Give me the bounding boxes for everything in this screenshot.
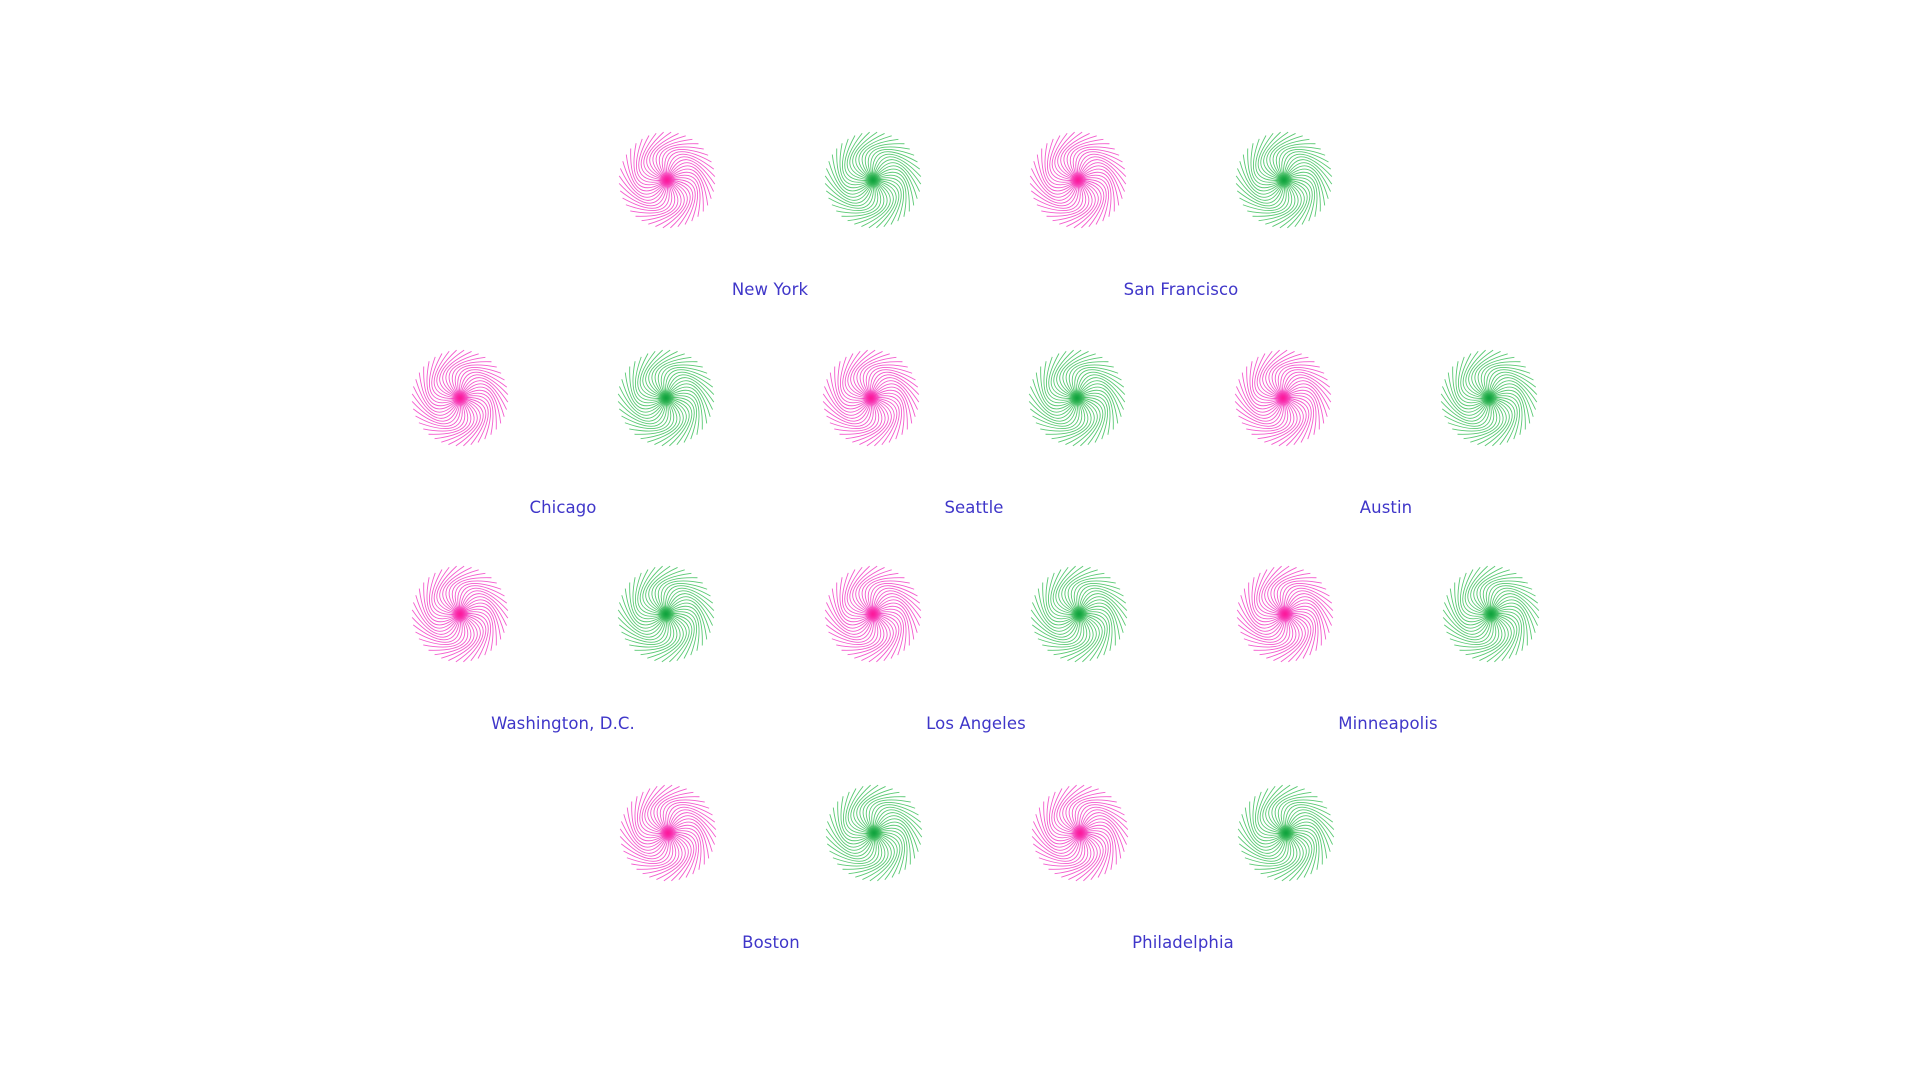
green-spiral-icon <box>617 565 715 663</box>
city-los-angeles: Los Angeles <box>786 564 1166 744</box>
green-spiral-icon <box>1442 565 1540 663</box>
city-label: Washington, D.C. <box>491 714 635 733</box>
city-label: Minneapolis <box>1338 714 1438 733</box>
city-philadelphia: Philadelphia <box>993 783 1373 963</box>
city-label: Seattle <box>944 498 1004 517</box>
city-boston: Boston <box>581 783 961 963</box>
green-spiral-icon <box>825 784 923 882</box>
city-washington-dc: Washington, D.C. <box>373 564 753 744</box>
pink-spiral-icon <box>619 784 717 882</box>
city-san-francisco: San Francisco <box>991 130 1371 310</box>
city-label: Los Angeles <box>926 714 1026 733</box>
green-spiral-icon <box>1030 565 1128 663</box>
city-label: Philadelphia <box>1132 933 1234 952</box>
pink-spiral-icon <box>411 565 509 663</box>
pink-spiral-icon <box>1031 784 1129 882</box>
city-label: Austin <box>1359 498 1413 517</box>
green-spiral-icon <box>1235 131 1333 229</box>
green-spiral-icon <box>824 131 922 229</box>
pink-spiral-icon <box>1236 565 1334 663</box>
pink-spiral-icon <box>1234 349 1332 447</box>
pink-spiral-icon <box>411 349 509 447</box>
city-label: Chicago <box>529 498 597 517</box>
green-spiral-icon <box>1028 349 1126 447</box>
city-new-york: New York <box>580 130 960 310</box>
green-spiral-icon <box>1237 784 1335 882</box>
pink-spiral-icon <box>824 565 922 663</box>
city-label: Boston <box>742 933 800 952</box>
green-spiral-icon <box>1440 349 1538 447</box>
city-label: San Francisco <box>1123 280 1239 299</box>
city-chicago: Chicago <box>373 348 753 528</box>
green-spiral-icon <box>617 349 715 447</box>
city-minneapolis: Minneapolis <box>1198 564 1578 744</box>
pink-spiral-icon <box>822 349 920 447</box>
city-austin: Austin <box>1196 348 1576 528</box>
pink-spiral-icon <box>1029 131 1127 229</box>
city-seattle: Seattle <box>784 348 1164 528</box>
pink-spiral-icon <box>618 131 716 229</box>
city-label: New York <box>731 280 809 299</box>
